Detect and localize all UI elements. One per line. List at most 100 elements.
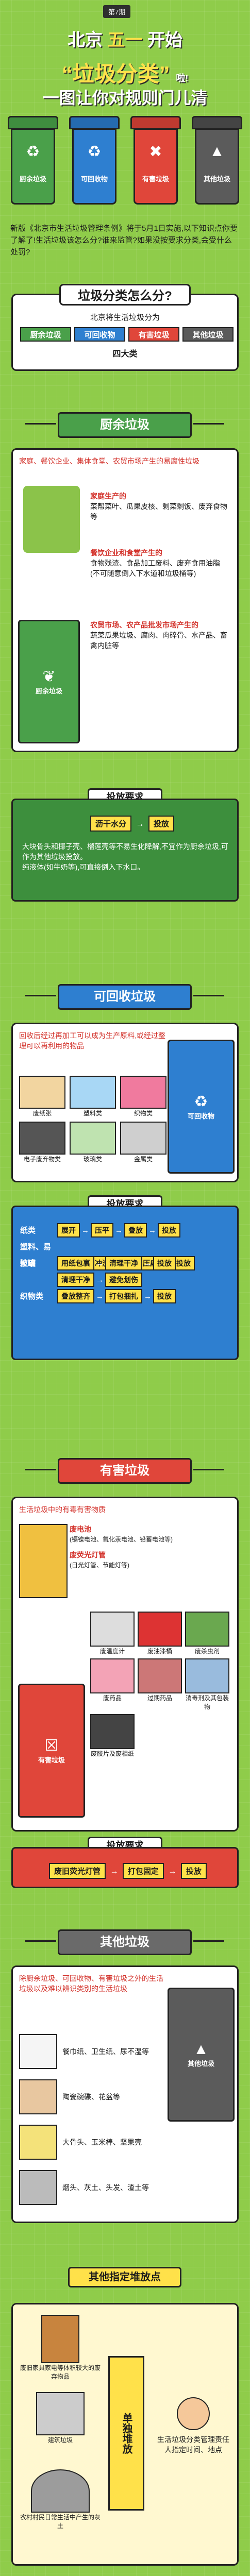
recycle-item: 织物类: [120, 1076, 166, 1117]
banana-icon: [23, 486, 80, 553]
hazard-item: 过期药品: [138, 1658, 182, 1711]
bin-label: 有害垃圾: [38, 1756, 65, 1764]
leaf-icon: ♻: [26, 143, 40, 160]
tag-other: 其他垃圾: [182, 327, 234, 342]
other-banner: 其他垃圾: [25, 1929, 224, 1955]
kitchen-item1-head: 家庭生产的: [90, 492, 126, 500]
title-beijing: 北京: [68, 30, 103, 50]
row-glass: 玻璃用纸包裹→清理干净→投放: [20, 1256, 231, 1272]
hazard-battery-note: (镉镍电池、氧化汞电池、铅蓄电池等): [70, 1536, 173, 1543]
row-plastic: 塑料、易拉罐清空→冲洗干净→压扁→投放: [20, 1239, 231, 1270]
triangle-icon: ▲: [193, 2041, 209, 2058]
kitchen-bin: ❦ 厨余垃圾: [18, 620, 80, 743]
title-tail: 啦!: [176, 73, 189, 83]
other-item: 烟头、灰土、头发、渣土等: [19, 2165, 163, 2210]
other-item: 大骨头、玉米棒、坚果壳: [19, 2120, 163, 2165]
furniture-icon: [41, 2315, 79, 2363]
tissue-icon: [19, 2034, 57, 2069]
kitchen-item3-head: 农贸市场、农产品批发市场产生的: [90, 621, 198, 629]
step-lamp: 废旧荧光灯管: [49, 1863, 106, 1879]
hazard-item: 废药品: [90, 1658, 135, 1711]
hazard-method-panel: 废旧荧光灯管 → 打包固定 → 投放: [11, 1847, 239, 1888]
fabric-icon: [120, 1076, 166, 1109]
cigarette-icon: [19, 2170, 57, 2205]
other-item: 餐巾纸、卫生纸、尿不湿等: [19, 2029, 163, 2074]
title-may-day: 五一: [107, 30, 143, 50]
question-board: 垃圾分类怎么分? 北京将生活垃圾分为 厨余垃圾 可回收物 有害垃圾 其他垃圾 四…: [11, 284, 239, 371]
kitchen-item1-body: 菜帮菜叶、瓜果皮核、剩菜剩饭、废弃食物等: [90, 502, 227, 521]
question-title: 垃圾分类怎么分?: [59, 284, 191, 306]
step-drain: 沥干水分: [90, 816, 132, 832]
plastic-icon: [70, 1076, 116, 1109]
recycle-item: 玻璃类: [70, 1122, 116, 1163]
bin-other: ▲ 其他垃圾: [192, 116, 242, 209]
kitchen-item3-body: 蔬菜瓜果垃圾、腐肉、肉碎骨、水产品、畜禽内脏等: [90, 631, 227, 650]
other-items: 餐巾纸、卫生纸、尿不湿等 陶瓷碗碟、花盆等 大骨头、玉米棒、坚果壳 烟头、灰土、…: [19, 2029, 163, 2210]
hazard-item: 消毒剂及其包装物: [185, 1658, 229, 1711]
hazard-banner: 有害垃圾: [25, 1458, 224, 1484]
intro-text: 新版《北京市生活垃圾管理条例》将于5月1日实施,以下知识点你要了解了!生活垃圾该…: [10, 224, 238, 257]
point-item: 废旧家具家电等体积较大的废弃物品: [19, 2315, 102, 2392]
bricks-icon: [36, 2392, 85, 2435]
store-separately: 单独堆放: [108, 2356, 144, 2511]
bin-label: 可回收物: [80, 175, 108, 183]
points-left: 废旧家具家电等体积较大的废弃物品 建筑垃圾 农村村民日常生活中产生的灰土: [19, 2315, 102, 2547]
bin-label: 其他垃圾: [203, 175, 230, 183]
kitchen-banner: 厨余垃圾: [25, 412, 224, 438]
row-glass-extra: 清理干净→避免划伤: [20, 1272, 231, 1289]
electronics-icon: [19, 1122, 65, 1155]
bin-label: 厨余垃圾: [35, 687, 62, 695]
thermometer-icon: [90, 1612, 135, 1647]
other-panel: 除厨余垃圾、可回收物、有害垃圾之外的生活垃圾以及难以辨识类别的生活垃圾 ▲ 其他…: [11, 1965, 239, 2223]
recycle-item: 电子废弃物类: [19, 1122, 65, 1163]
recycle-desc: 回收后经过再加工可以成为生产原料,或经过整理可以再利用的物品: [19, 1031, 165, 1050]
hazard-icon: ✖: [149, 143, 162, 160]
hazard-desc: 生活垃圾中的有毒有害物质: [19, 1505, 106, 1514]
kitchen-method-panel: 沥干水分 → 投放 大块骨头和椰子壳、榴莲壳等不易生化降解,不宜作为厨余垃圾,可…: [11, 799, 239, 902]
hazard-steps: 废旧荧光灯管 → 打包固定 → 投放: [49, 1863, 207, 1879]
bin-kitchen: ♻ 厨余垃圾: [8, 116, 58, 209]
arrow-icon: →: [136, 820, 144, 828]
row-paper: 纸类展开→压平→叠放→投放: [20, 1223, 231, 1239]
recycle-items: 废纸张 塑料类 织物类 电子废弃物类 玻璃类 金属类: [19, 1076, 166, 1163]
title-sorting: “垃圾分类”: [61, 62, 170, 86]
question-subtitle: 北京将生活垃圾分为: [90, 313, 160, 322]
bin-label: 可回收物: [187, 1112, 214, 1120]
kitchen-steps: 沥干水分 → 投放: [90, 816, 174, 832]
medicine-icon: [138, 1658, 182, 1693]
bin-label: 厨余垃圾: [19, 175, 46, 183]
manager-avatar: [177, 2397, 210, 2430]
kitchen-item2-head: 餐饮企业和食堂产生的: [90, 549, 162, 557]
tag-recycle: 可回收物: [74, 327, 125, 342]
paint-bucket-icon: [138, 1612, 182, 1647]
tag-kitchen: 厨余垃圾: [20, 327, 71, 342]
points-panel: 废旧家具家电等体积较大的废弃物品 建筑垃圾 农村村民日常生活中产生的灰土 单独堆…: [11, 2303, 239, 2566]
hazard-item: 废油漆桶: [138, 1612, 182, 1655]
hazard-items: 废温度计 废油漆桶 废杀虫剂 废药品 过期药品 消毒剂及其包装物 废胶片及废相纸: [90, 1612, 229, 1758]
arrow-icon: →: [168, 1867, 177, 1876]
four-types: 四大类: [112, 350, 138, 359]
bin-hazard: ✖ 有害垃圾: [130, 116, 181, 209]
battery-icon: [19, 1524, 68, 1598]
hazard-panel: 生活垃圾中的有毒有害物质 废电池 (镉镍电池、氧化汞电池、铅蓄电池等) 废荧光灯…: [11, 1497, 239, 1832]
point-item: 农村村民日常生活中产生的灰土: [19, 2469, 102, 2547]
paper-icon: [19, 1076, 65, 1109]
spray-icon: [185, 1612, 229, 1647]
step-dispose: 投放: [148, 816, 174, 832]
kitchen-note2: 纯液体(如牛奶等),可直接倒入下水口。: [22, 863, 145, 871]
title-line2: “垃圾分类” 啦!: [0, 57, 250, 88]
kitchen-note1: 大块骨头和椰子壳、榴莲壳等不易生化降解,不宜作为厨余垃圾,可作为其他垃圾投放。: [22, 842, 228, 861]
disinfectant-icon: [185, 1658, 229, 1693]
bin-recycle: ♻ 可回收物: [69, 116, 120, 209]
kitchen-item2-body: 食物残渣、食品加工废料、废弃食用油脂(不可随意倒入下水道和垃圾桶等): [90, 559, 220, 578]
dust-pile-icon: [31, 2469, 90, 2513]
hazard-item: 废杀虫剂: [185, 1612, 229, 1655]
hazard-icon: ☒: [44, 1737, 59, 1754]
bin-label: 其他垃圾: [187, 2060, 214, 2067]
arrow-icon: →: [110, 1867, 119, 1876]
row-fabric: 织物类叠放整齐→打包捆扎→投放: [20, 1289, 231, 1305]
points-right-text: 生活垃圾分类管理责任人指定时间、地点: [157, 2435, 229, 2454]
